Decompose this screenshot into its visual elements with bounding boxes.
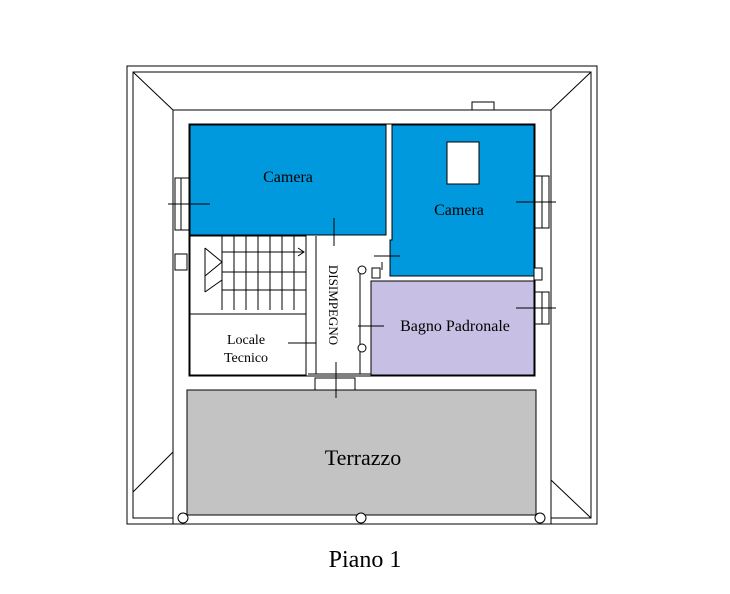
disimpegno-walls	[308, 236, 543, 391]
label-camera-left: Camera	[263, 169, 313, 186]
columns	[177, 265, 546, 524]
label-locale-tecnico-line2: Tecnico	[224, 351, 268, 366]
label-bagno-padronale: Bagno Padronale	[400, 318, 510, 335]
plan-caption: Piano 1	[328, 547, 402, 573]
label-terrazzo: Terrazzo	[325, 445, 402, 470]
skylight	[446, 141, 480, 185]
room-camera-left	[189, 124, 387, 236]
label-ticks	[168, 201, 556, 398]
label-locale-tecnico-line1: Locale	[227, 333, 265, 348]
room-camera-right	[389, 124, 535, 277]
room-locale-tecnico	[189, 313, 307, 376]
room-bagno-padronale	[370, 280, 535, 376]
room-terrazzo	[186, 389, 537, 516]
label-camera-right: Camera	[434, 202, 484, 219]
label-disimpegno: DISIMPEGNO	[326, 265, 341, 345]
staircase	[189, 235, 307, 330]
